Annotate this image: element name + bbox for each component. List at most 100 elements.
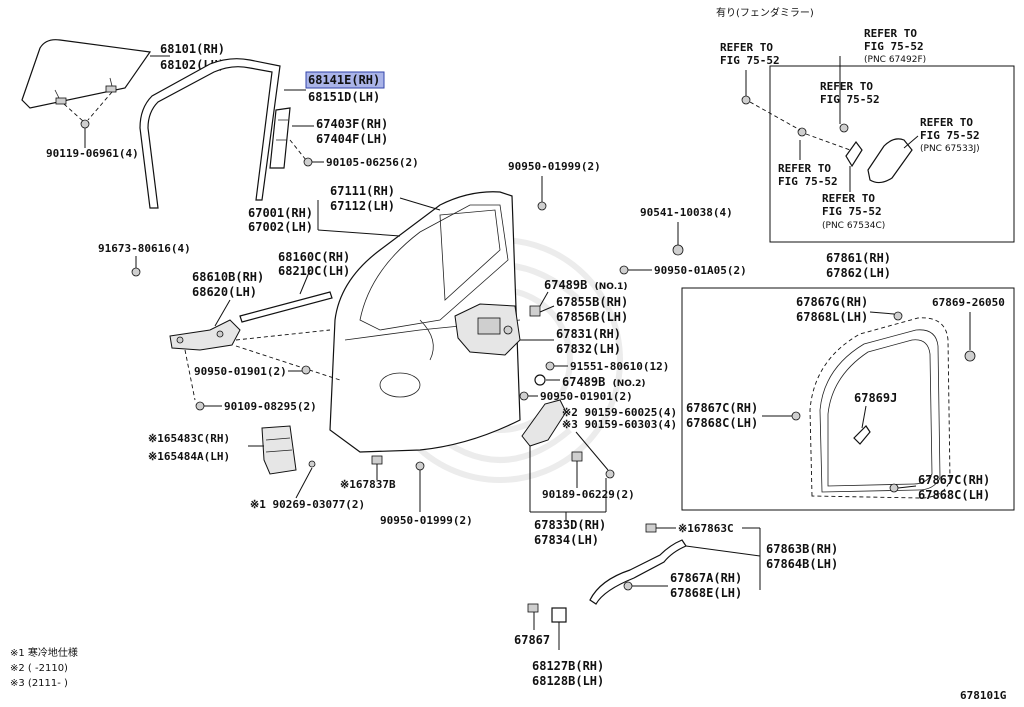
clip-icon — [571, 451, 583, 462]
label-67002[interactable]: 67002(LH) — [248, 220, 313, 234]
label-68141e[interactable]: 68141E(RH) — [308, 73, 380, 87]
ref-6-line-3[interactable]: (PNC 67534C) — [822, 221, 885, 231]
label-67403f[interactable]: 67403F(RH) — [316, 117, 388, 131]
cap-icon — [551, 607, 567, 623]
label-67834[interactable]: 67834(LH) — [534, 533, 599, 547]
label-67868l[interactable]: 67868L(LH) — [796, 310, 868, 324]
label-67868c-right[interactable]: 67868C(LH) — [918, 488, 990, 502]
ref-2-line-3[interactable]: (PNC 67492F) — [864, 55, 926, 65]
ref-6-line-2[interactable]: FIG 75-52 — [822, 205, 882, 218]
label-165483c[interactable]: ※165483C(RH) — [148, 432, 230, 445]
label-68127b[interactable]: 68127B(RH) — [532, 659, 604, 673]
label-90950-01a05[interactable]: 90950-01A05(2) — [654, 264, 747, 277]
screw-icon — [545, 361, 555, 371]
label-67833d[interactable]: 67833D(RH) — [534, 518, 606, 532]
label-90950-01901-left[interactable]: 90950-01901(2) — [194, 365, 287, 378]
label-90541[interactable]: 90541-10038(4) — [640, 206, 733, 219]
label-67862[interactable]: 67862(LH) — [826, 266, 891, 280]
label-67831[interactable]: 67831(RH) — [556, 327, 621, 341]
fender-mirror-inset — [769, 65, 1015, 243]
ref-1-line-1[interactable]: REFER TO — [720, 41, 773, 54]
label-67856b[interactable]: 67856B(LH) — [556, 310, 628, 324]
note-1: ※1 寒冷地仕様 — [10, 646, 78, 659]
label-67863b[interactable]: 67863B(RH) — [766, 542, 838, 556]
door-weatherstrip[interactable] — [809, 317, 951, 499]
label-67489b-1[interactable]: 67489B (NO.1) — [544, 278, 628, 292]
label-68101[interactable]: 68101(RH) — [160, 42, 225, 56]
label-67868c-left[interactable]: 67868C(LH) — [686, 416, 758, 430]
ref-1-line-2[interactable]: FIG 75-52 — [720, 54, 780, 67]
weatherstrip-box — [681, 287, 1015, 511]
label-90950-01999-top[interactable]: 90950-01999(2) — [508, 160, 601, 173]
label-90105[interactable]: 90105-06256(2) — [326, 156, 419, 169]
door-glass[interactable] — [21, 39, 152, 109]
glass-run-channel[interactable] — [139, 58, 281, 209]
ref-4-line-3[interactable]: (PNC 67533J) — [920, 144, 980, 154]
clip-icon — [893, 311, 903, 321]
label-90159-60303[interactable]: ※3 90159-60303(4) — [562, 418, 677, 431]
clip-icon — [534, 374, 546, 386]
label-68128b[interactable]: 68128B(LH) — [532, 674, 604, 688]
note-2: ※2 ( -2110) — [10, 663, 68, 674]
label-67404f[interactable]: 67404F(LH) — [316, 132, 388, 146]
clip-icon — [645, 523, 657, 533]
label-90109[interactable]: 90109-08295(2) — [224, 400, 317, 413]
label-90189[interactable]: 90189-06229(2) — [542, 488, 635, 501]
door-lock-assembly[interactable] — [454, 303, 521, 356]
label-90950-01901-right[interactable]: 90950-01901(2) — [540, 390, 633, 403]
label-91551[interactable]: 91551-80610(12) — [570, 360, 669, 373]
highlight-box — [305, 71, 385, 89]
label-67861[interactable]: 67861(RH) — [826, 251, 891, 265]
label-90269[interactable]: ※1 90269-03077(2) — [250, 498, 365, 511]
ref-3-line-1[interactable]: REFER TO — [820, 80, 873, 93]
diagram-id: 678101G — [960, 689, 1007, 702]
label-90159-60025[interactable]: ※2 90159-60025(4) — [562, 406, 677, 419]
label-67869-26050[interactable]: 67869-26050 — [932, 296, 1005, 309]
label-165484a[interactable]: ※165484A(LH) — [148, 450, 230, 463]
clip-icon — [791, 411, 801, 421]
label-90119[interactable]: 90119-06961(4) — [46, 147, 139, 160]
label-167837b[interactable]: ※167837B — [340, 478, 396, 491]
label-67869j[interactable]: 67869J — [854, 391, 897, 405]
ref-2-line-2[interactable]: FIG 75-52 — [864, 40, 924, 53]
label-67855b[interactable]: 67855B(RH) — [556, 295, 628, 309]
label-68610b[interactable]: 68610B(RH) — [192, 270, 264, 284]
bolt-icon — [131, 267, 141, 277]
bolt-icon — [195, 401, 205, 411]
label-67001[interactable]: 67001(RH) — [248, 206, 313, 220]
label-67832[interactable]: 67832(LH) — [556, 342, 621, 356]
fender-mirror[interactable] — [845, 138, 913, 184]
ref-4-line-1[interactable]: REFER TO — [920, 116, 973, 129]
label-167863c[interactable]: ※167863C — [678, 522, 734, 535]
label-67864b[interactable]: 67864B(LH) — [766, 557, 838, 571]
label-68151d[interactable]: 68151D(LH) — [308, 90, 380, 104]
label-67867[interactable]: 67867 — [514, 633, 550, 647]
label-67867a[interactable]: 67867A(RH) — [670, 571, 742, 585]
label-67112[interactable]: 67112(LH) — [330, 199, 395, 213]
label-67868e[interactable]: 67868E(LH) — [670, 586, 742, 600]
door-insulator[interactable] — [261, 425, 297, 475]
ref-6-line-1[interactable]: REFER TO — [822, 192, 875, 205]
label-67867c-left[interactable]: 67867C(RH) — [686, 401, 758, 415]
ref-4-line-2[interactable]: FIG 75-52 — [920, 129, 980, 142]
label-91673[interactable]: 91673-80616(4) — [98, 242, 191, 255]
ref-5-line-1[interactable]: REFER TO — [778, 162, 831, 175]
label-67111[interactable]: 67111(RH) — [330, 184, 395, 198]
plug-icon — [537, 201, 547, 211]
label-68620[interactable]: 68620(LH) — [192, 285, 257, 299]
label-68160c[interactable]: 68160C(RH) — [278, 250, 350, 264]
ref-2-line-1[interactable]: REFER TO — [864, 27, 917, 40]
label-67867g[interactable]: 67867G(RH) — [796, 295, 868, 309]
ref-5-line-2[interactable]: FIG 75-52 — [778, 175, 838, 188]
clip-icon — [308, 460, 316, 468]
plug-icon — [415, 461, 425, 471]
label-68210c[interactable]: 68210C(LH) — [278, 264, 350, 278]
label-90950-01999-bot[interactable]: 90950-01999(2) — [380, 514, 473, 527]
belt-weatherstrip[interactable] — [239, 291, 333, 323]
door-hinge[interactable] — [169, 319, 241, 351]
plug-icon — [519, 391, 529, 401]
label-67489b-2[interactable]: 67489B (NO.2) — [562, 375, 646, 389]
ref-3-line-2[interactable]: FIG 75-52 — [820, 93, 880, 106]
rear-lower-channel[interactable] — [269, 107, 291, 169]
label-67867c-right[interactable]: 67867C(RH) — [918, 473, 990, 487]
